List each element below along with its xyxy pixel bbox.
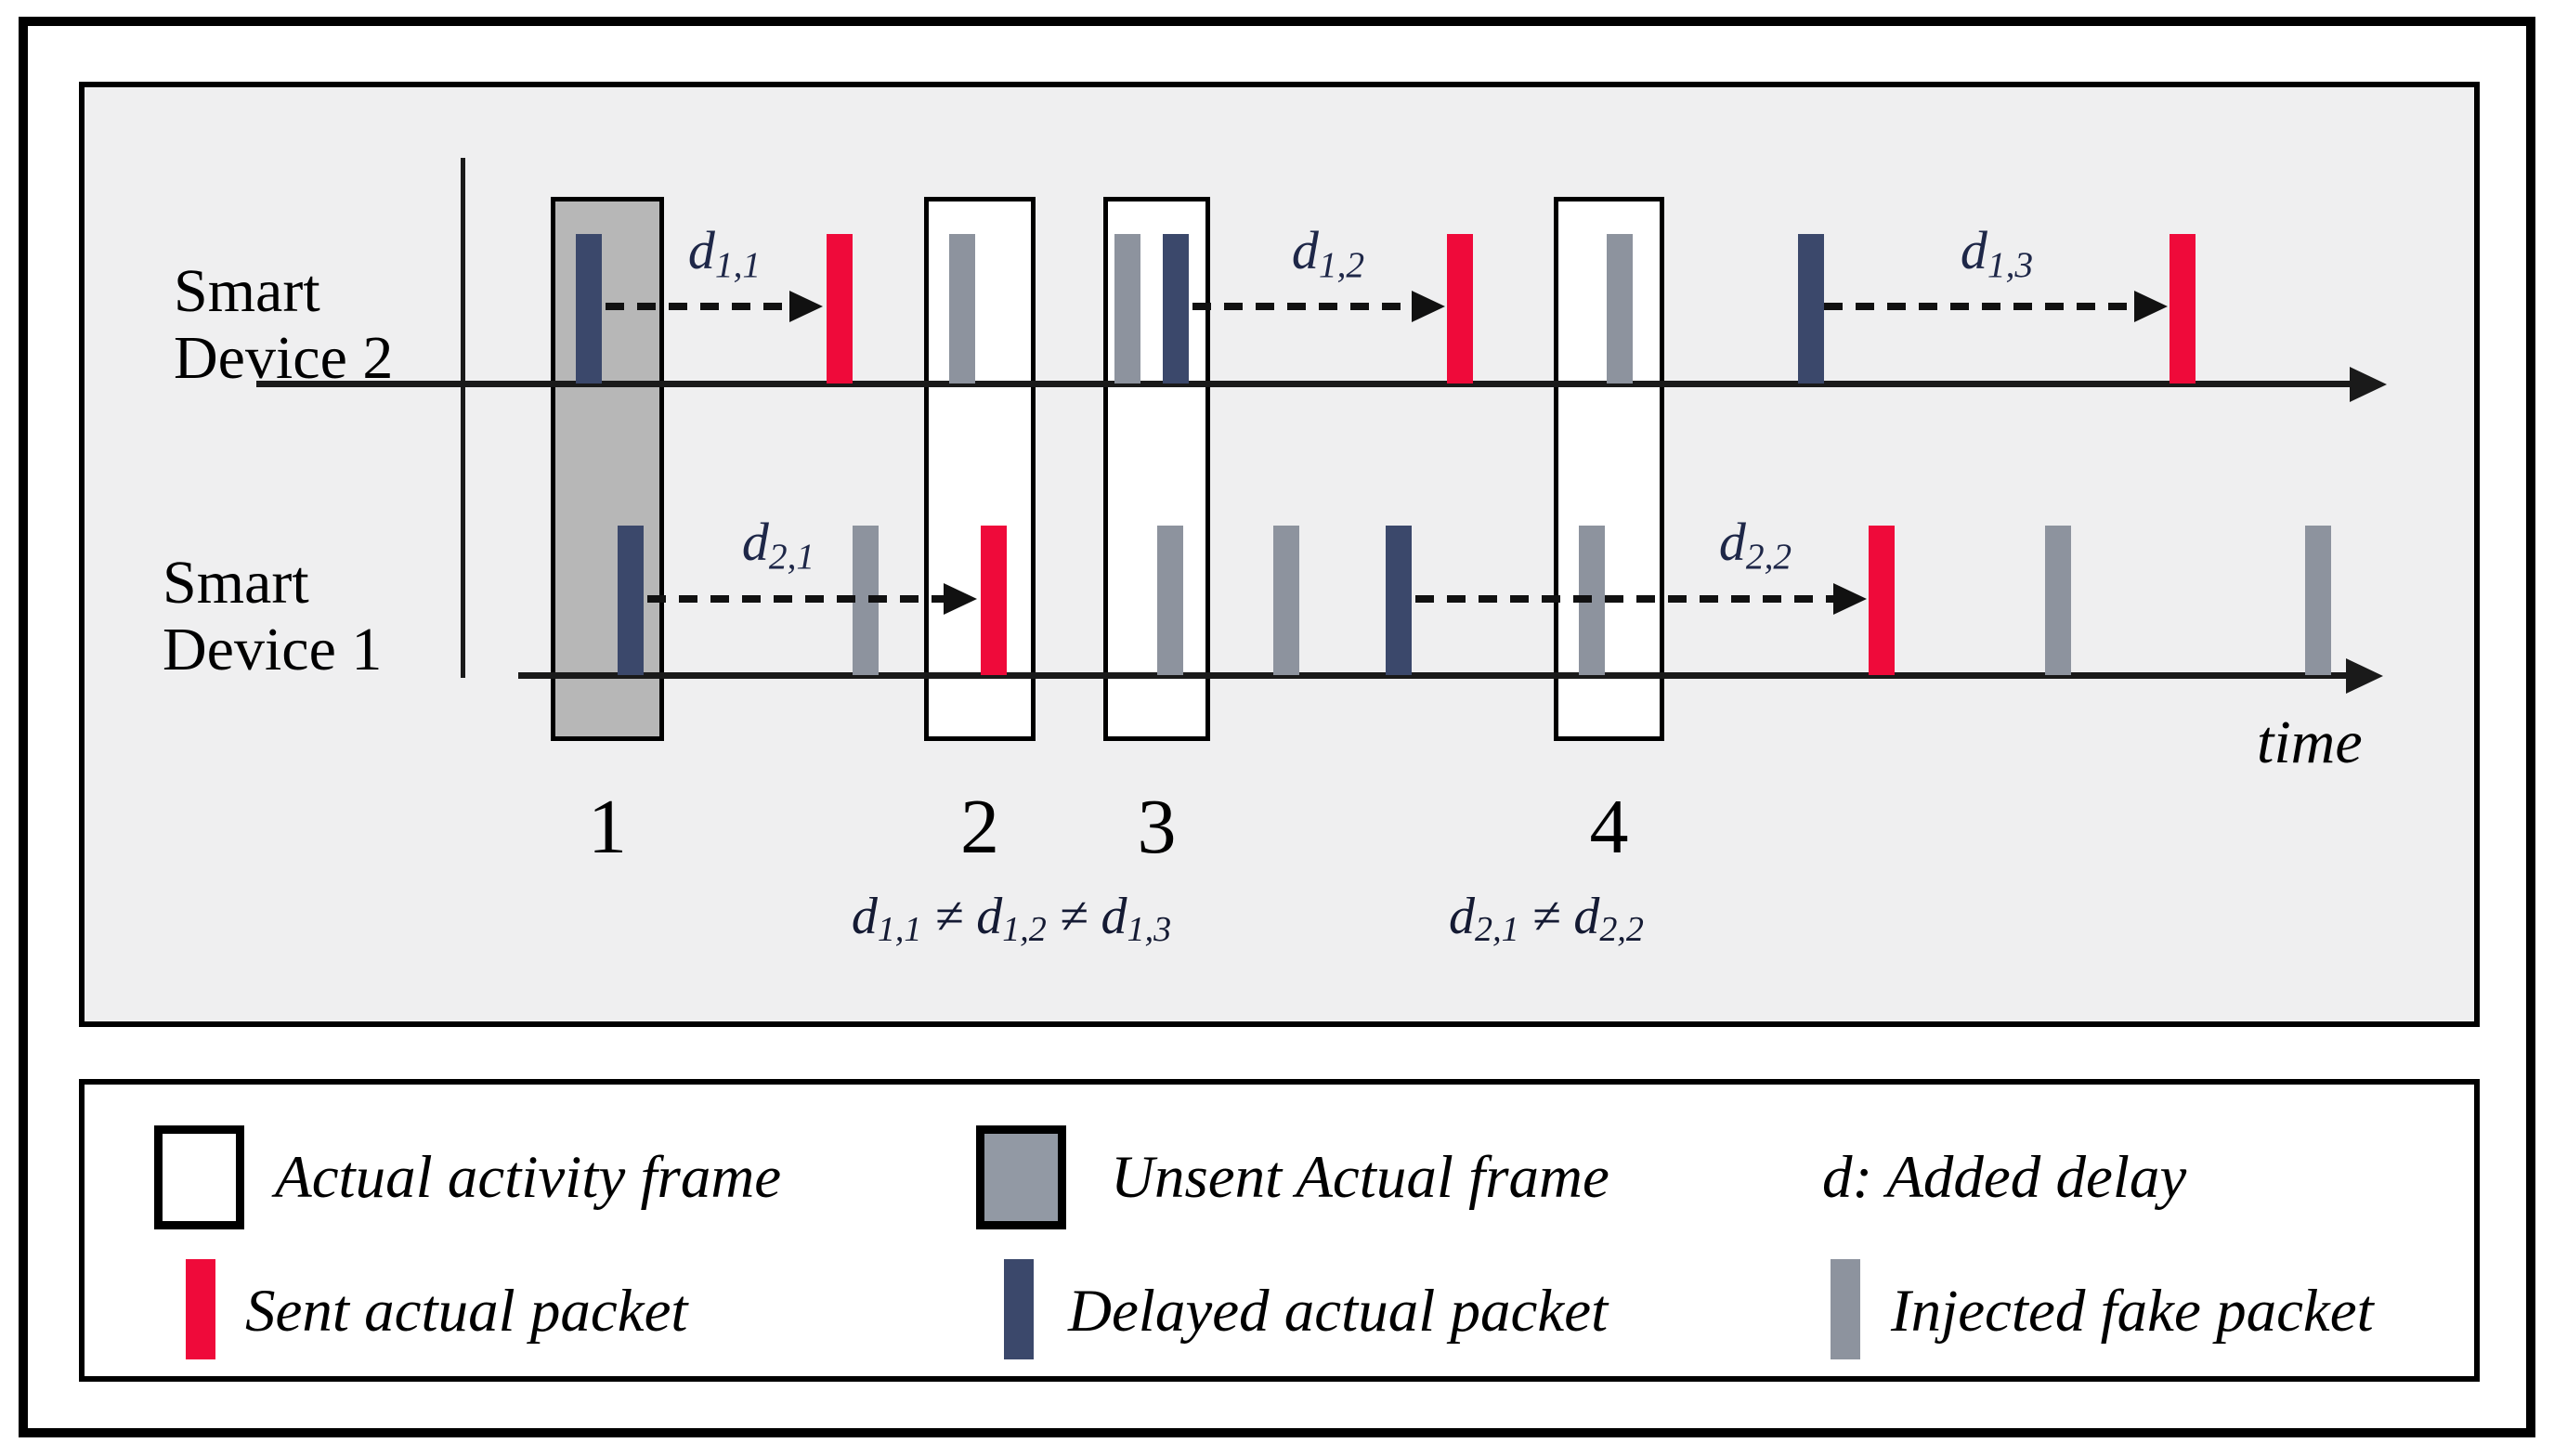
packet-bar-sent <box>2170 234 2196 384</box>
packet-bar-fake <box>949 234 975 384</box>
outer-frame <box>19 17 2535 1437</box>
activity-frame-2 <box>924 197 1036 741</box>
legend-label: Sent actual packet <box>245 1278 688 1345</box>
delay-label: d1,2 <box>1291 220 1365 285</box>
time-axis-label: time <box>2257 708 2363 776</box>
delay-dashed-arrow <box>1415 595 1835 603</box>
unsent-frame-1 <box>551 197 664 741</box>
legend-swatch-frame-gray <box>976 1125 1066 1229</box>
legend-label: Injected fake packet <box>1891 1278 2374 1345</box>
timeline-arrowhead-device1-icon <box>2346 658 2383 694</box>
delay-arrowhead-icon <box>789 291 823 322</box>
device2-label-line2: Device 2 <box>174 324 394 392</box>
legend-swatch-bar-navy <box>1004 1259 1034 1359</box>
frame-number-1: 1 <box>588 784 627 870</box>
delay-dashed-arrow <box>1824 303 2136 310</box>
delay-arrowhead-icon <box>1833 583 1867 615</box>
packet-bar-fake <box>2305 526 2331 675</box>
delay-arrowhead-icon <box>944 583 977 615</box>
legend-swatch-bar-gray <box>1831 1259 1860 1359</box>
packet-bar-delayed <box>1798 234 1824 384</box>
timeline-axis-device1 <box>518 672 2352 679</box>
delay-dashed-arrow <box>1192 303 1414 310</box>
frame-number-4: 4 <box>1589 784 1629 870</box>
legend-swatch-frame-white <box>154 1125 244 1229</box>
delay-label: d2,1 <box>741 512 815 577</box>
device2-label-line1: Smart <box>174 257 320 325</box>
legend-label: Delayed actual packet <box>1068 1278 1609 1345</box>
legend-box <box>79 1079 2480 1382</box>
frame-number-3: 3 <box>1137 784 1177 870</box>
device1-label: Smart Device 1 <box>163 550 382 683</box>
device2-label: Smart Device 2 <box>174 258 393 392</box>
packet-bar-fake <box>1607 234 1633 384</box>
delay-dashed-arrow <box>606 303 791 310</box>
packet-bar-sent <box>1447 234 1473 384</box>
delay-dashed-arrow <box>647 595 945 603</box>
timeline-axis-device2 <box>256 381 2357 387</box>
activity-frame-4 <box>1554 197 1664 741</box>
packet-bar-delayed <box>576 234 602 384</box>
delay-inequality: d2,1 ≠ d2,2 <box>1449 888 1644 950</box>
packet-bar-sent <box>981 526 1007 675</box>
vertical-axis <box>461 158 465 678</box>
delay-label: d2,2 <box>1718 512 1792 577</box>
packet-bar-fake <box>1157 526 1183 675</box>
packet-bar-delayed <box>618 526 644 675</box>
frame-number-2: 2 <box>960 784 999 870</box>
delay-label: d1,3 <box>1960 220 2034 285</box>
legend-swatch-bar-red <box>186 1259 215 1359</box>
delay-arrowhead-icon <box>1412 291 1445 322</box>
timing-diagram-panel <box>79 82 2480 1027</box>
packet-bar-delayed <box>1163 234 1189 384</box>
packet-bar-fake <box>2045 526 2071 675</box>
device1-label-line2: Device 1 <box>163 616 383 683</box>
legend-label: Unsent Actual frame <box>1111 1144 1609 1211</box>
packet-bar-fake <box>1114 234 1140 384</box>
packet-bar-sent <box>827 234 853 384</box>
packet-bar-fake <box>1273 526 1299 675</box>
legend-label: d: Added delay <box>1822 1144 2187 1211</box>
device1-label-line1: Smart <box>163 549 309 617</box>
delay-arrowhead-icon <box>2134 291 2168 322</box>
legend-label: Actual activity frame <box>275 1144 782 1211</box>
timeline-arrowhead-device2-icon <box>2350 367 2387 402</box>
delay-inequality: d1,1 ≠ d1,2 ≠ d1,3 <box>851 888 1172 950</box>
delay-label: d1,1 <box>687 220 762 285</box>
packet-bar-sent <box>1869 526 1895 675</box>
packet-bar-delayed <box>1386 526 1412 675</box>
